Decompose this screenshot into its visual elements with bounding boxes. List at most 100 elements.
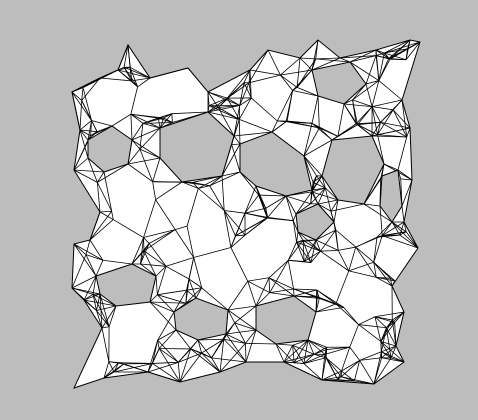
mesh-edge	[142, 122, 161, 129]
mesh-edge	[247, 281, 257, 307]
mesh-edge	[315, 289, 318, 313]
mesh-edge	[248, 74, 281, 84]
mesh-edge	[96, 305, 117, 311]
mesh-edge	[311, 95, 319, 124]
mesh-edge	[374, 316, 387, 329]
mesh-edge	[201, 287, 229, 311]
mesh-edge	[296, 241, 305, 262]
mesh-edge	[267, 195, 287, 218]
mesh-edge	[90, 131, 98, 137]
mesh-edge	[348, 261, 374, 272]
mesh-edge	[89, 211, 112, 241]
mesh-edge	[225, 329, 257, 335]
mesh-edge	[103, 362, 119, 379]
mesh-edge	[149, 301, 175, 313]
mesh-edge	[123, 363, 153, 365]
mesh-edge	[209, 171, 241, 187]
mesh-edge	[231, 144, 241, 173]
mesh-edge	[384, 52, 407, 61]
mesh-edge	[245, 329, 257, 344]
mesh-edge	[117, 69, 151, 79]
mesh-edge	[296, 231, 299, 243]
mesh-edge	[317, 95, 320, 128]
mesh-edge	[99, 210, 112, 213]
mesh-edge	[311, 57, 341, 71]
mesh-edge	[211, 339, 225, 359]
mesh-edge	[384, 41, 421, 54]
mesh-edge	[190, 348, 221, 373]
mesh-edge	[384, 39, 411, 54]
mesh-edge	[388, 48, 408, 59]
mesh-edge	[113, 219, 144, 238]
mesh-edge	[148, 243, 167, 267]
mesh-edge	[171, 111, 209, 115]
mesh-edge	[73, 243, 104, 261]
mesh-edge	[374, 316, 393, 321]
mesh-edge	[92, 293, 117, 307]
mesh-edge	[335, 270, 350, 304]
mesh-edge	[358, 316, 376, 325]
mesh-edge	[123, 66, 151, 79]
mesh-edge	[179, 352, 202, 383]
mesh-edge	[317, 199, 339, 205]
mesh-edge	[341, 347, 351, 372]
mesh-edge	[341, 376, 375, 385]
mesh-edge	[238, 119, 241, 145]
mesh-edge	[388, 58, 407, 61]
mesh-edge	[211, 357, 247, 363]
mesh-edge	[181, 181, 199, 189]
mesh-edge	[400, 178, 413, 181]
mesh-edge	[143, 229, 176, 238]
mesh-edge	[97, 163, 129, 183]
mesh-edge	[217, 107, 235, 137]
mesh-edge	[155, 275, 158, 295]
mesh-edge	[358, 324, 387, 329]
mesh-edge	[95, 260, 104, 277]
mesh-edge	[139, 148, 154, 182]
mesh-edge	[85, 254, 104, 261]
mesh-edge	[131, 127, 161, 141]
mesh-edge	[269, 260, 289, 293]
mesh-edge	[157, 340, 160, 349]
mesh-edge	[315, 239, 339, 251]
mesh-edge	[292, 344, 315, 355]
mesh-edge	[96, 310, 110, 327]
mesh-edge	[371, 106, 378, 135]
mesh-edge	[96, 310, 103, 329]
mesh-edge	[156, 266, 167, 295]
mesh-edge	[371, 135, 407, 138]
mesh-edge	[221, 171, 241, 177]
mesh-edge	[380, 327, 387, 352]
mesh-edge	[310, 239, 317, 263]
mesh-edge	[140, 237, 144, 265]
mesh-edge	[355, 246, 377, 278]
mesh-edge	[89, 239, 104, 261]
mesh-edge	[239, 171, 259, 196]
mesh-edge	[373, 357, 392, 385]
mesh-hole-9	[173, 297, 229, 341]
mesh-edge	[296, 239, 304, 243]
mesh-edge	[382, 235, 419, 249]
mesh-edge	[219, 339, 225, 373]
mesh-edge	[155, 199, 176, 230]
mesh-edge	[296, 241, 321, 252]
mesh-edge	[247, 280, 270, 293]
mesh-edge	[288, 259, 305, 262]
mesh-edge	[223, 338, 246, 344]
mesh-hole-4	[311, 61, 367, 105]
mesh-edge	[296, 87, 319, 97]
mesh-edge	[397, 136, 408, 171]
mesh-edge	[231, 143, 241, 146]
mesh-edge	[365, 83, 373, 107]
mesh-edge	[140, 243, 150, 265]
mesh-edge	[307, 339, 315, 355]
mesh-edge	[338, 246, 356, 251]
mesh-edge	[201, 338, 224, 354]
mesh-edge	[386, 322, 395, 329]
mesh-edge	[315, 239, 321, 252]
mesh-edge	[79, 129, 89, 159]
mesh-edge	[317, 296, 337, 305]
mesh-edge	[147, 340, 159, 373]
mesh-edge	[234, 305, 257, 324]
mesh-edge	[85, 239, 91, 255]
